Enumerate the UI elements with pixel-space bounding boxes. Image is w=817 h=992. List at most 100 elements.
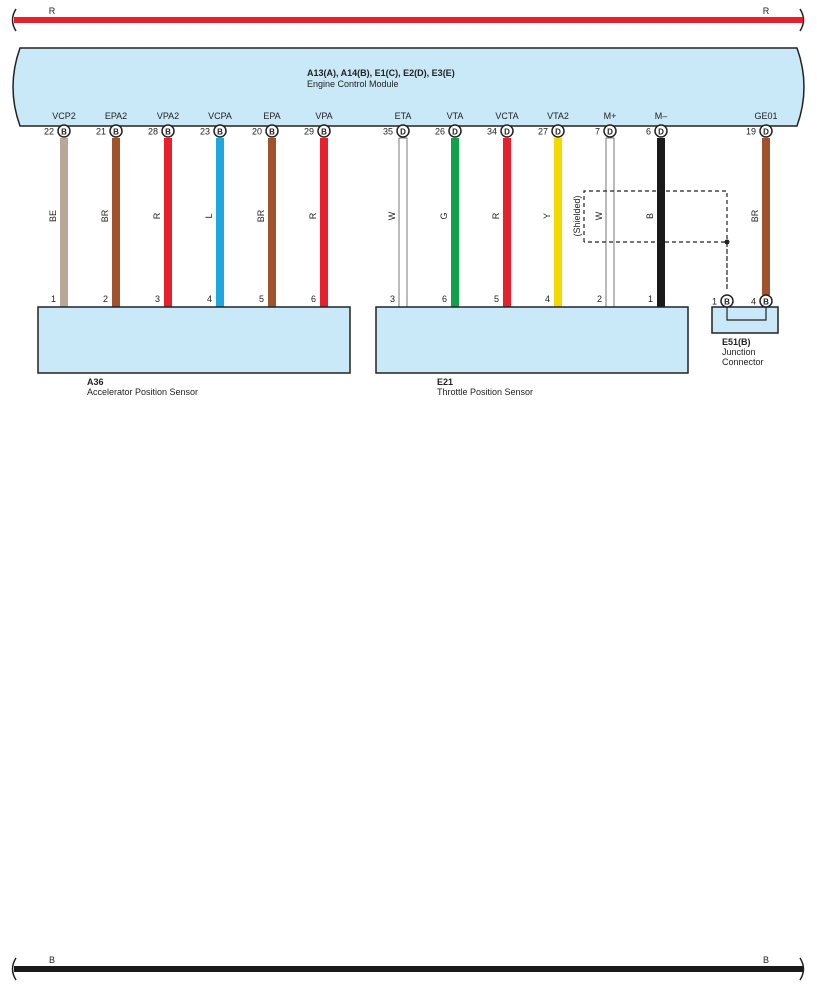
ecm-name: Engine Control Module [307,79,399,89]
bottom-bus: B B [11,955,805,981]
ecm-label-eta: ETA [395,111,412,121]
ecm-pin-vpa-circle [317,124,331,138]
ecm-pin-vta2-circle [551,124,565,138]
wire-vcta-line [503,138,511,307]
ecm-pin-m-circle [654,124,668,138]
wire-vcpa-color-code: L [204,213,214,218]
sensor-pin-vcpa-number: 4 [207,294,212,304]
junction-connector: B 1 B 4 E51(B) Junction Connector [711,294,779,367]
ecm-label-m: M– [655,111,668,121]
wires: B22VCP2BE1VCP2B21EPA2BR2EPA2B28VPA2R3VPA… [44,111,778,321]
ecm-pin-epa-circle [265,124,279,138]
ecm-pin-eta-number: 35 [383,127,393,137]
ecm-pin-vcpa-circle [213,124,227,138]
ecm-pin-m-number: 6 [646,127,651,137]
ecm-label-vcp2: VCP2 [52,111,76,121]
wire-m-color-code: B [645,213,655,219]
wire-epa: B20EPABR5EPA [252,111,281,321]
bottom-bus-left-brace [11,957,17,981]
junction-code: E51(B) [722,337,751,347]
top-bus: R R [11,6,805,32]
wire-vcp2-color-code: BE [48,210,58,222]
ecm-pin-vpa2-number: 28 [148,127,158,137]
ecm-label-vta: VTA [447,111,464,121]
ecm-pin-vta-circle [448,124,462,138]
wire-ge01-color-code: BR [750,209,760,222]
ecm-label-vcpa: VCPA [208,111,232,121]
throttle-sensor-box [375,306,689,374]
engine-control-module: A13(A), A14(B), E1(C), E2(D), E3(E) Engi… [12,47,805,127]
wire-epa-line [268,138,276,307]
wire-epa-color-code: BR [256,209,266,222]
sensor-pin-m-number: 1 [648,294,653,304]
ecm-pin-vcta-connector: D [504,128,510,137]
ecm-pin-vcp2-connector: B [61,128,67,137]
wire-epa2-color-code: BR [100,209,110,222]
ecm-pin-vcp2-circle [57,124,71,138]
ecm-label-epa2: EPA2 [105,111,127,121]
ecm-pin-vpa2-connector: B [165,128,171,137]
top-bus-left-brace [11,8,17,32]
wire-vta2-line [554,138,562,307]
junction-pin-left-connector: B [724,298,730,307]
wire-m-line [657,138,665,307]
sensor-pin-vpa-number: 6 [311,294,316,304]
throttle-sensor-code: E21 [437,377,453,387]
ecm-pin-vcta-circle [500,124,514,138]
junction-pin-right-connector: B [763,298,769,307]
junction-name-line1: Junction [722,347,756,357]
ecm-pin-vcpa-connector: B [217,128,223,137]
sensor-pin-vpa2-number: 3 [155,294,160,304]
wire-vpa-color-code: R [308,212,318,219]
ecm-pin-vta-connector: D [452,128,458,137]
ecm-pin-vta-number: 26 [435,127,445,137]
shield-junction-dot [724,239,730,245]
sensor-pin-vcp2-number: 1 [51,294,56,304]
ecm-pin-eta-circle [396,124,410,138]
throttle-sensor-name: Throttle Position Sensor [437,387,533,397]
wire-vcta-color-code: R [491,212,501,219]
ecm-pin-vpa-connector: B [321,128,327,137]
sensor-pin-m-number: 2 [597,294,602,304]
sensor-pin-epa2-number: 2 [103,294,108,304]
wire-m-line [605,137,615,308]
sensor-pin-eta-number: 3 [390,294,395,304]
ecm-pin-vcpa-number: 23 [200,127,210,137]
wire-epa2-line [112,138,120,307]
junction-pin-right: B 4 [751,294,773,308]
wire-vpa-line [320,138,328,307]
junction-pin-left: B 1 [712,294,734,308]
sensor-pin-vta-number: 6 [442,294,447,304]
wire-epa2: B21EPA2BR2EPA2 [96,111,127,321]
accel-sensor-code: A36 [87,377,104,387]
ecm-pin-vta2-connector: D [555,128,561,137]
throttle-position-sensor: E21 Throttle Position Sensor [375,306,689,397]
ecm-pin-epa-connector: B [269,128,275,137]
ecm-pin-epa2-number: 21 [96,127,106,137]
ecm-box [12,47,805,127]
accel-sensor-box [37,306,351,374]
sensor-pin-vta2-number: 4 [545,294,550,304]
sensor-pin-epa-number: 5 [259,294,264,304]
accelerator-position-sensor: A36 Accelerator Position Sensor [37,306,351,397]
top-bus-label-left: R [49,6,56,16]
ecm-pin-m-connector: D [607,128,613,137]
ecm-pin-epa2-circle [109,124,123,138]
junction-pin-left-circle [720,294,734,308]
ecm-pin-vcp2-number: 22 [44,127,54,137]
top-bus-right-brace [799,8,805,32]
wire-m: D6M–B1M– [645,111,668,321]
ecm-label-vpa2: VPA2 [157,111,179,121]
wire-eta: D35ETAW3E2 [383,111,411,321]
ecm-pin-vpa2-circle [161,124,175,138]
wire-vpa: B29VPAR6VPA [304,111,333,321]
ecm-pin-vpa-number: 29 [304,127,314,137]
ecm-pin-m-connector: D [658,128,664,137]
ecm-label-ge01: GE01 [754,111,777,121]
ecm-label-vta2: VTA2 [547,111,569,121]
wire-m: D7M+W2M+ [594,111,617,321]
wire-vpa2: B28VPA2R3VPA2 [148,111,179,321]
ecm-pin-ge01-number: 19 [746,127,756,137]
ecm-pin-ge01-circle [759,124,773,138]
